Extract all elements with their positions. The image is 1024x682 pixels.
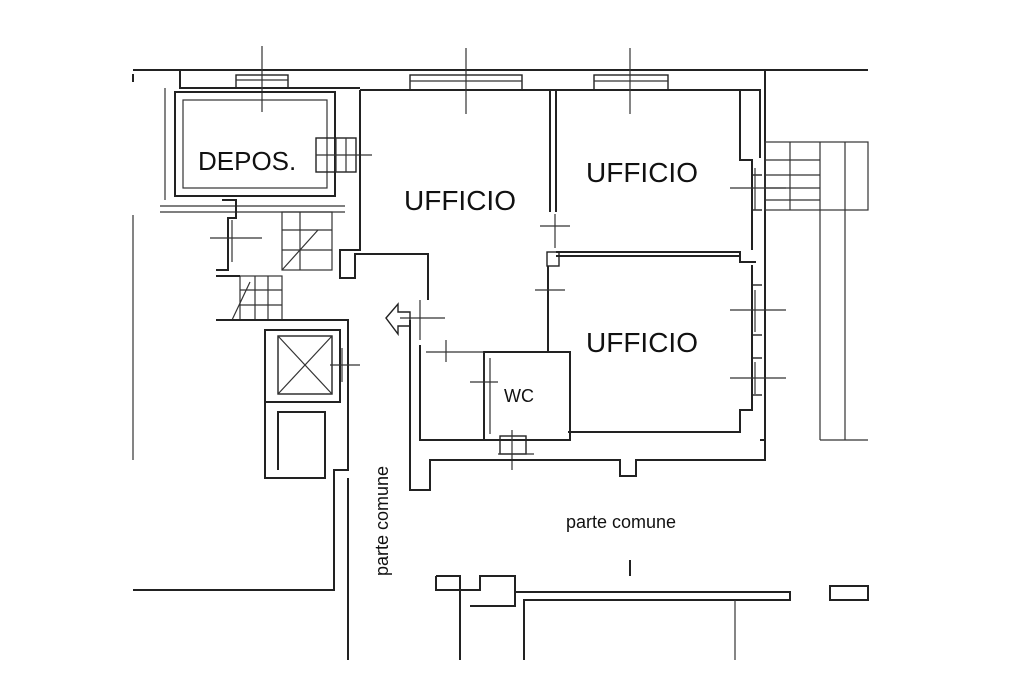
common-area-horizontal-label: parte comune xyxy=(566,512,676,532)
wc-label: WC xyxy=(504,386,534,406)
left-stairs xyxy=(132,199,349,591)
lift-shaft xyxy=(264,329,360,479)
ufficio-bottom-right-label: UFFICIO xyxy=(586,327,698,358)
ufficio-top-right-label: UFFICIO xyxy=(586,157,698,188)
outer-walls xyxy=(132,69,868,441)
right-office-walls xyxy=(568,90,786,433)
depos-label: DEPOS. xyxy=(198,146,296,176)
wc-area xyxy=(419,340,571,470)
common-corridor xyxy=(347,478,869,660)
common-area-vertical-label: parte comune xyxy=(372,466,392,576)
depos-room xyxy=(160,88,372,213)
ufficio-center-label: UFFICIO xyxy=(404,185,516,216)
right-staircase xyxy=(764,141,869,441)
central-office-walls xyxy=(339,90,756,352)
entrance-arrow-icon xyxy=(385,300,445,340)
top-windows xyxy=(235,46,669,114)
lower-boundary xyxy=(409,320,766,491)
